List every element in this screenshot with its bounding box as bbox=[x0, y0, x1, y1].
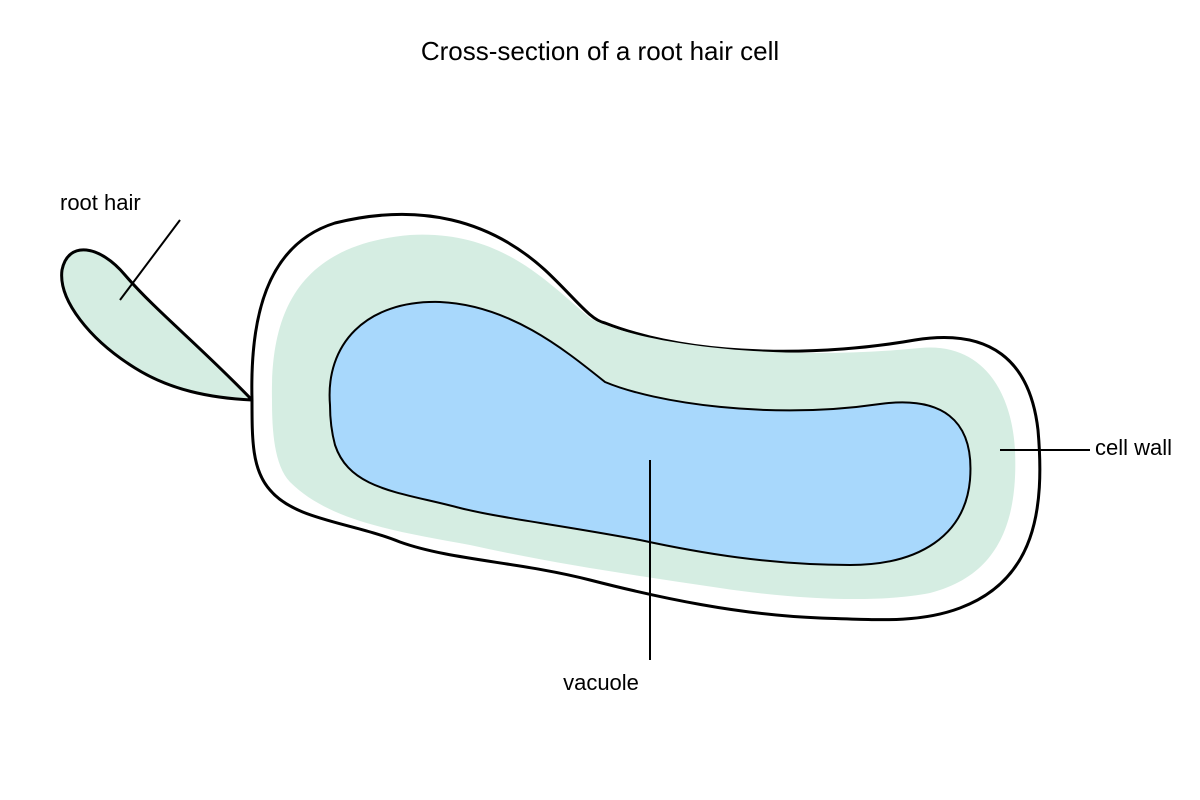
root-hair-shape bbox=[60, 248, 254, 402]
vacuole-label: vacuole bbox=[563, 670, 639, 695]
cell-wall-label: cell wall bbox=[1095, 435, 1172, 460]
diagram-title: Cross-section of a root hair cell bbox=[421, 36, 779, 66]
root-hair-label: root hair bbox=[60, 190, 141, 215]
root-hair-leader-line bbox=[119, 219, 181, 301]
vacuole-shape bbox=[328, 300, 972, 566]
